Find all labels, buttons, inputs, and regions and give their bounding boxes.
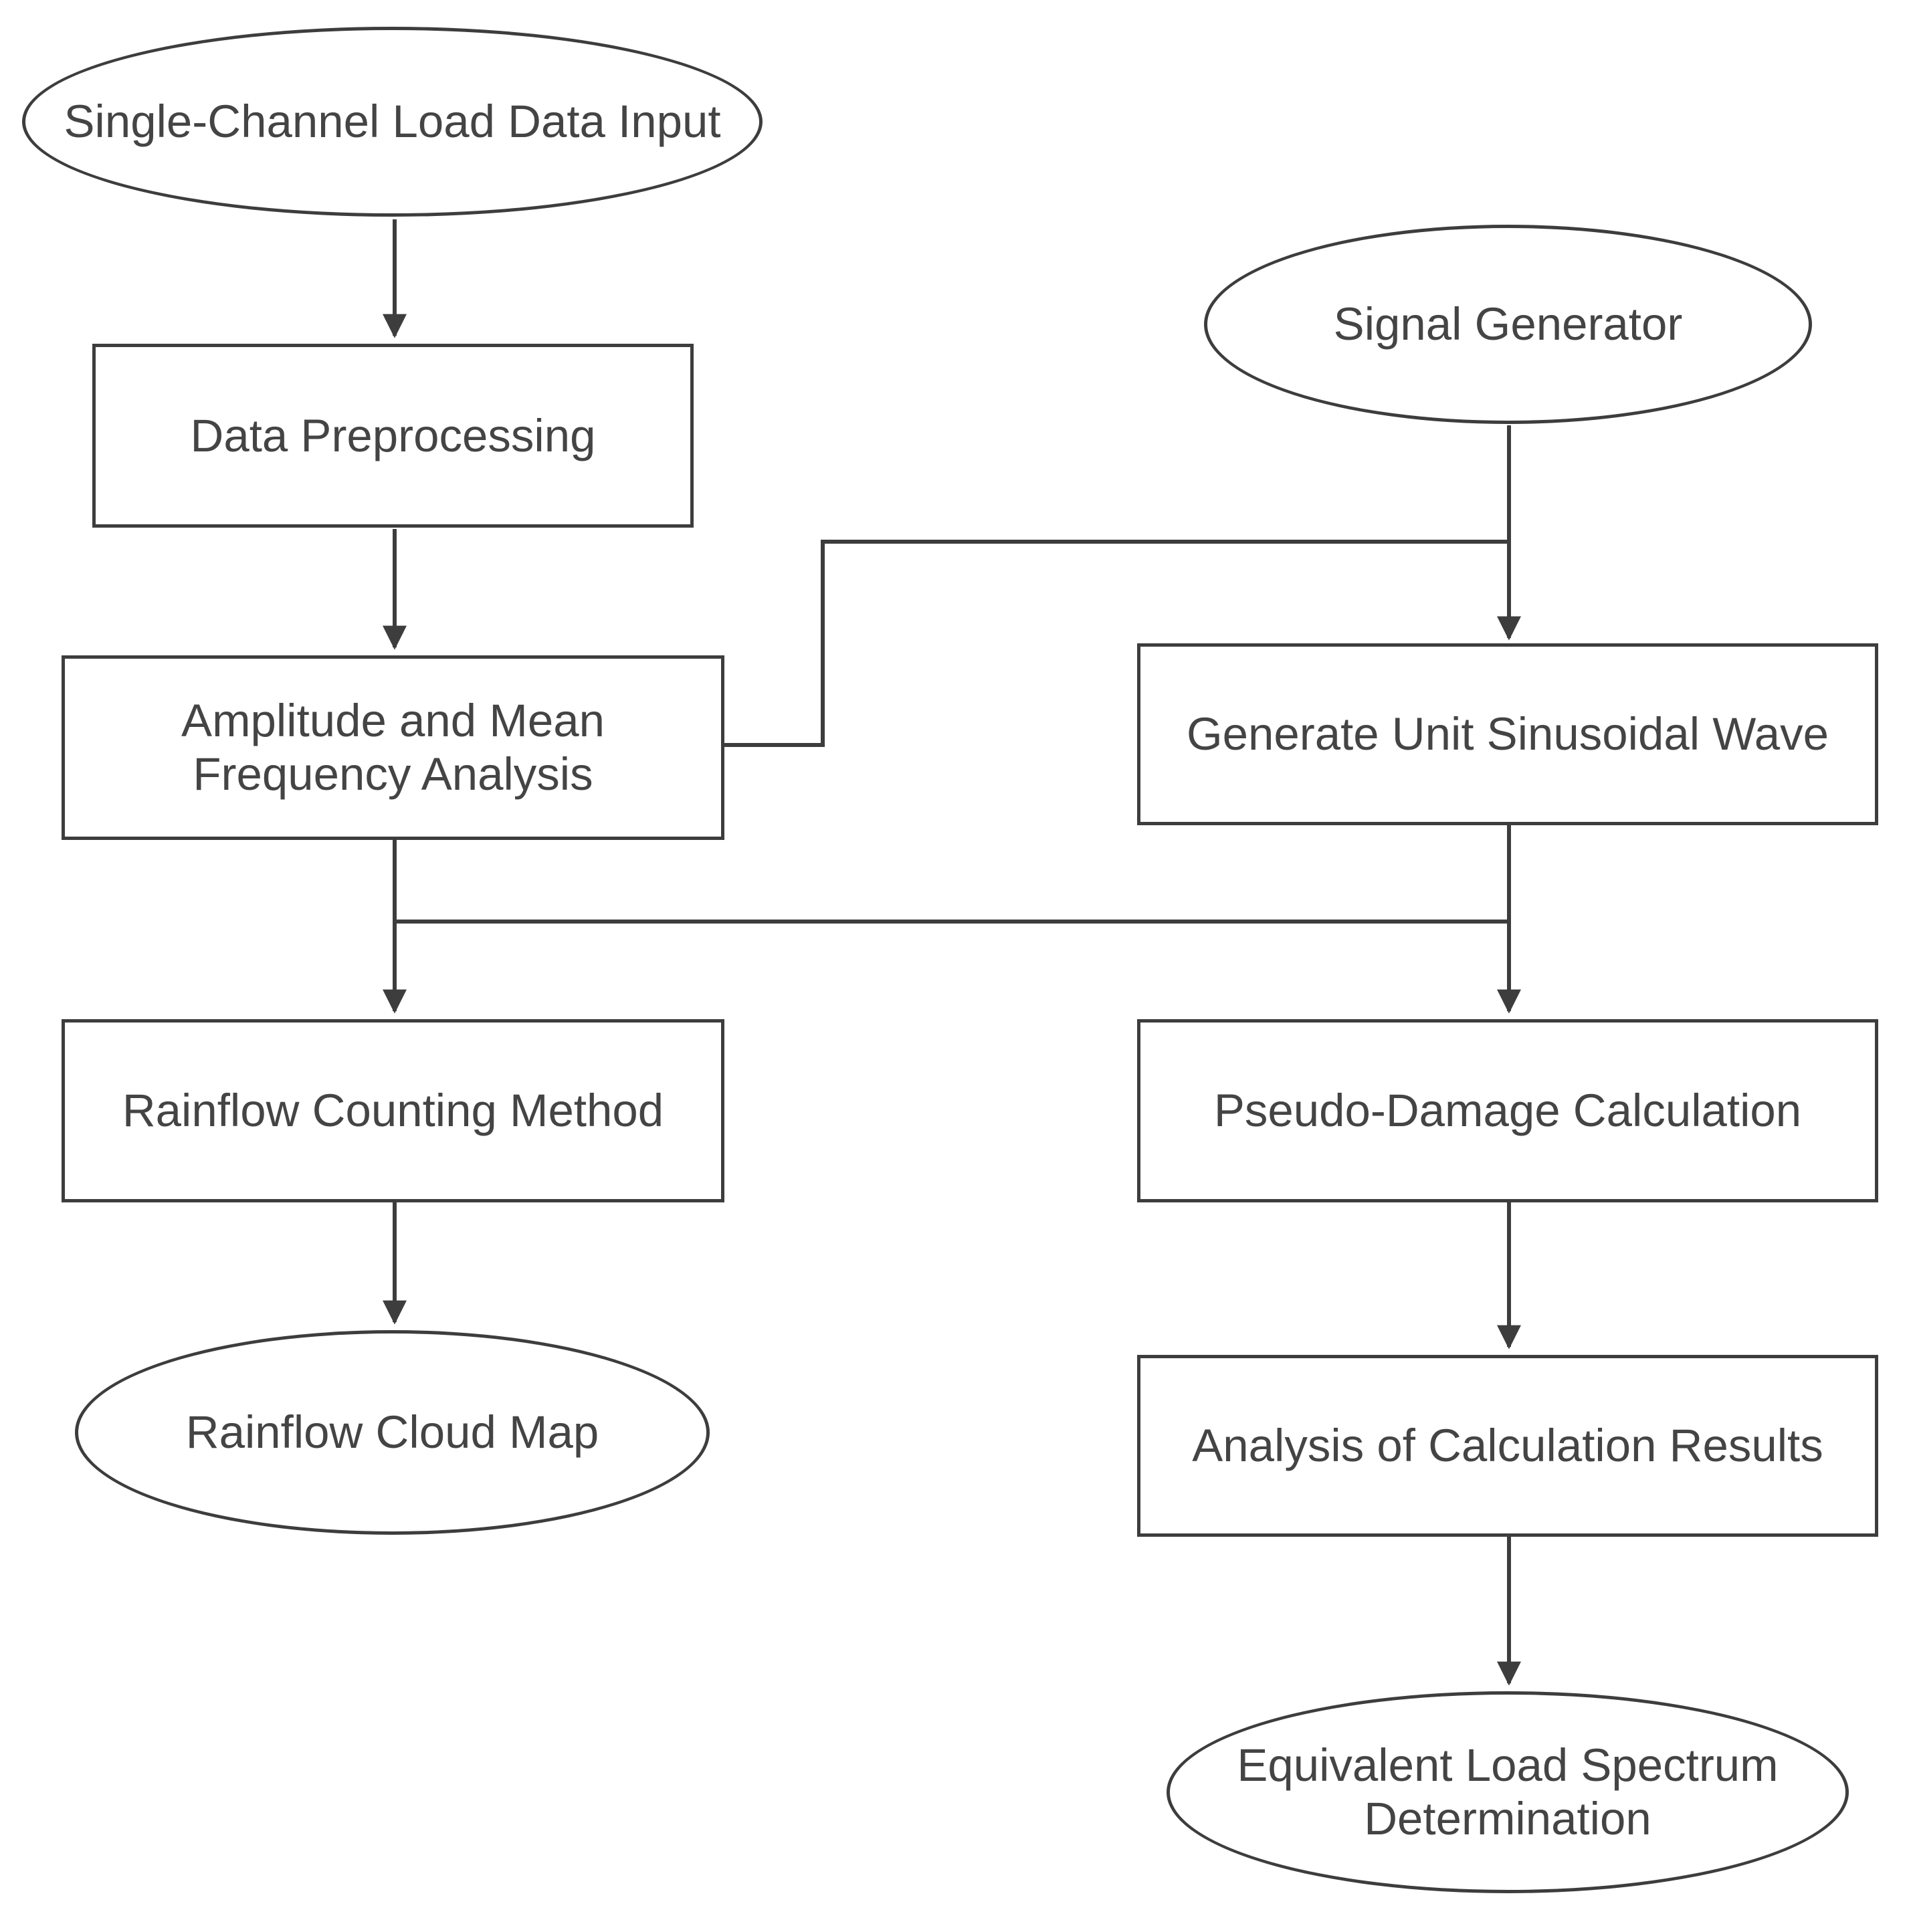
node-label: Equivalent Load Spectrum Determination	[1237, 1739, 1779, 1844]
node-label: Signal Generator	[1333, 298, 1683, 350]
node-data-preprocessing: Data Preprocessing	[92, 344, 694, 528]
node-generate-unit-sinusoidal-wave: Generate Unit Sinusoidal Wave	[1137, 643, 1878, 825]
node-rainflow-counting-method: Rainflow Counting Method	[62, 1019, 724, 1202]
node-signal-generator: Signal Generator	[1204, 225, 1812, 424]
node-label: Analysis of Calculation Results	[1192, 1420, 1823, 1471]
node-label: Generate Unit Sinusoidal Wave	[1186, 708, 1829, 760]
node-amplitude-mean-frequency-analysis: Amplitude and Mean Frequency Analysis	[62, 655, 724, 840]
connector-amplitude-to-sinewave	[724, 540, 1509, 747]
node-label: Rainflow Counting Method	[122, 1085, 664, 1136]
node-label: Amplitude and Mean Frequency Analysis	[181, 695, 605, 800]
node-load-data-input: Single-Channel Load Data Input	[22, 27, 763, 217]
node-rainflow-cloud-map: Rainflow Cloud Map	[75, 1330, 710, 1535]
node-analysis-of-calculation-results: Analysis of Calculation Results	[1137, 1355, 1878, 1537]
node-equivalent-load-spectrum-determination: Equivalent Load Spectrum Determination	[1167, 1691, 1849, 1893]
node-label: Data Preprocessing	[190, 409, 596, 461]
node-label: Single-Channel Load Data Input	[64, 96, 721, 147]
node-label: Pseudo-Damage Calculation	[1213, 1085, 1802, 1136]
node-pseudo-damage-calculation: Pseudo-Damage Calculation	[1137, 1019, 1878, 1202]
node-label: Rainflow Cloud Map	[185, 1406, 599, 1458]
